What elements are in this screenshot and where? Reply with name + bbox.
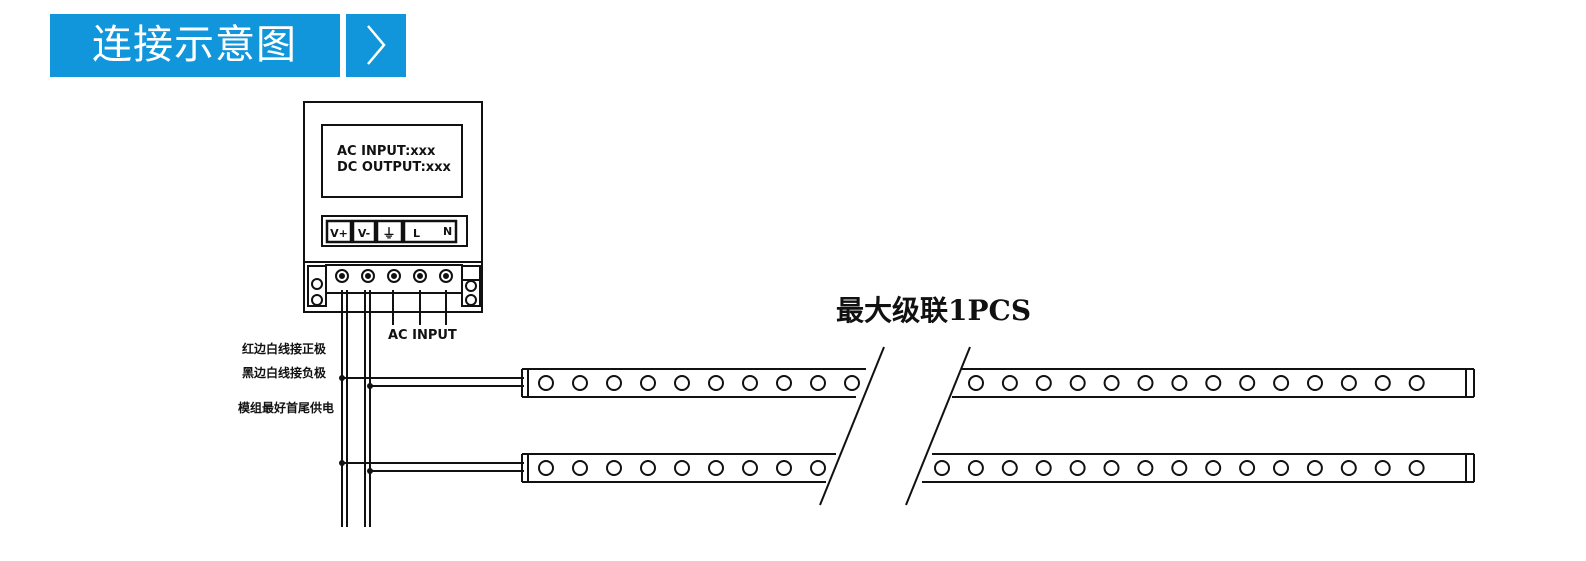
led-dot <box>1273 460 1289 476</box>
led-dot <box>640 460 656 476</box>
led-dot <box>810 460 826 476</box>
led-dot <box>1069 375 1086 391</box>
led-dot <box>1408 460 1425 476</box>
led-dot <box>1001 375 1018 391</box>
led-dot <box>1205 375 1222 391</box>
break-line-right <box>905 346 971 506</box>
led-strip-1-left <box>521 368 866 398</box>
note-positive: 红边白线接正极 <box>242 341 327 356</box>
led-dot <box>742 460 758 476</box>
page-title: 连接示意图 <box>50 14 340 77</box>
led-dot <box>606 375 622 391</box>
next-button[interactable] <box>346 14 406 77</box>
led-dot <box>967 460 984 476</box>
break-line-left <box>819 346 885 506</box>
display-line-2: DC OUTPUT:xxx <box>337 160 452 175</box>
led-dot <box>1374 460 1391 476</box>
led-dot <box>708 460 724 476</box>
terminal-label-vminus: V- <box>358 227 370 240</box>
led-dot <box>1137 460 1154 476</box>
led-dot <box>1306 460 1323 476</box>
power-supply-body <box>303 101 483 263</box>
led-dot <box>742 375 758 391</box>
cascade-label: 最大级联1PCS <box>836 294 1031 327</box>
led-dot <box>776 460 792 476</box>
led-dot <box>1239 460 1256 476</box>
chevron-right-icon <box>367 25 386 65</box>
terminal-label-n: N <box>443 225 452 238</box>
note-power-both-ends: 模组最好首尾供电 <box>238 400 334 415</box>
led-dot <box>1035 375 1052 391</box>
led-dot <box>1103 460 1120 476</box>
led-dot <box>572 375 588 391</box>
led-dot <box>538 375 554 391</box>
led-strip-2-right <box>922 453 1475 483</box>
led-dot <box>1273 375 1290 391</box>
terminal-label-l: L <box>413 227 420 240</box>
led-dot <box>708 375 724 391</box>
led-dot <box>934 460 950 476</box>
led-dot <box>606 460 622 476</box>
led-dot <box>1408 375 1425 391</box>
led-dot <box>1171 460 1188 476</box>
led-dot <box>674 375 690 391</box>
led-dot <box>1035 460 1052 476</box>
led-dot <box>1171 375 1188 391</box>
display-screen <box>321 124 463 198</box>
led-dot <box>1307 375 1323 391</box>
led-dot <box>640 375 656 391</box>
display-line-1: AC INPUT:xxx <box>337 144 436 159</box>
led-dot <box>1137 375 1154 391</box>
ac-input-label: AC INPUT <box>388 328 457 343</box>
ground-icon: ⏚ <box>382 227 395 242</box>
led-dot <box>776 375 792 391</box>
led-dot <box>1340 375 1357 391</box>
led-dot <box>1239 375 1256 391</box>
led-dot <box>1069 460 1086 476</box>
led-dot <box>538 460 554 476</box>
led-dot <box>1103 375 1120 391</box>
led-dot <box>1205 460 1222 476</box>
led-dot <box>844 375 860 391</box>
led-dot <box>968 375 984 391</box>
led-strip-1-right <box>952 368 1475 398</box>
note-negative: 黑边白线接负极 <box>242 365 327 380</box>
terminal-label-strip <box>321 215 468 247</box>
led-dot <box>810 375 826 391</box>
led-dot <box>1001 460 1018 476</box>
led-strip-2-left <box>521 453 836 483</box>
terminal-block <box>303 261 483 313</box>
led-dot <box>674 460 690 476</box>
terminal-label-vplus: V+ <box>330 227 348 240</box>
led-dot <box>572 460 588 476</box>
led-dot <box>1340 460 1357 476</box>
led-dot <box>1374 375 1391 391</box>
